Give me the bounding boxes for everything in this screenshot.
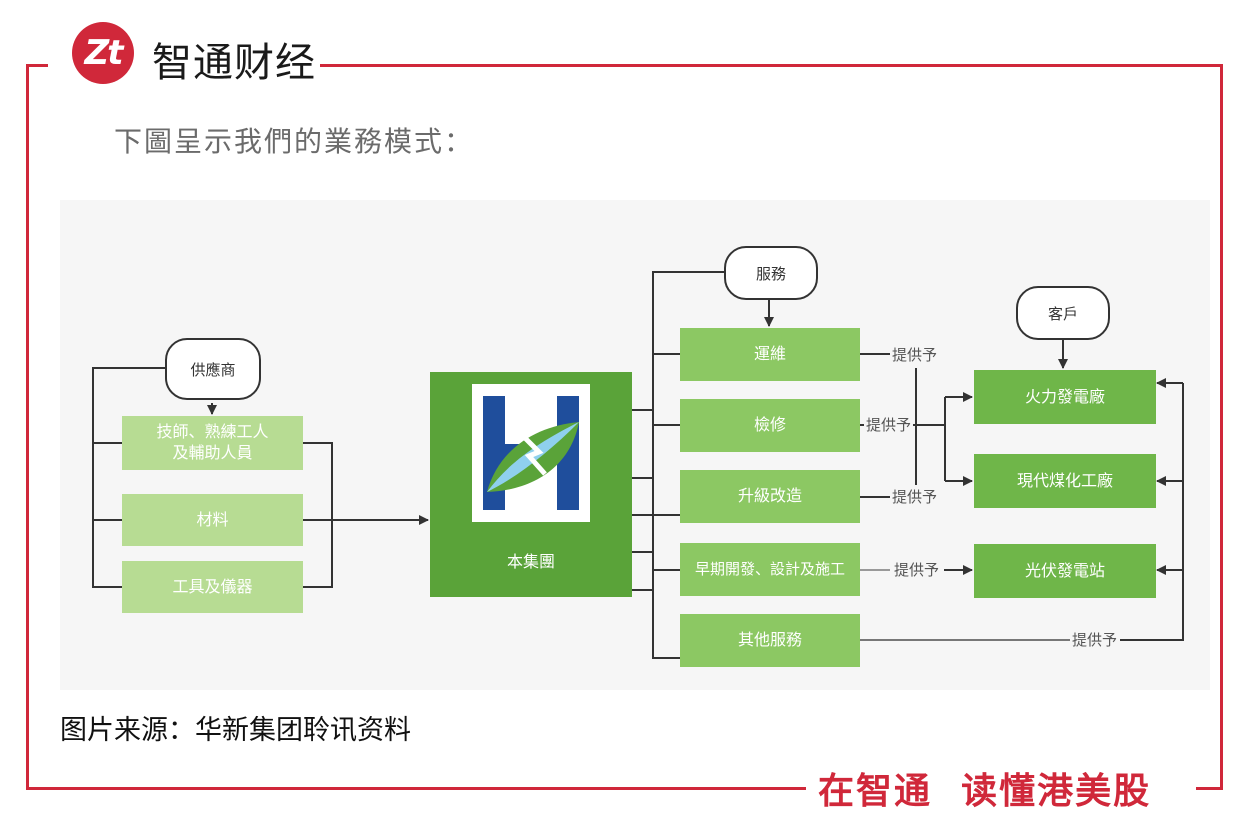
group-label: 本集團 — [506, 552, 555, 571]
customer-item-pv-station: 光伏發電站 — [974, 544, 1156, 598]
provide-label-5: 提供予 — [1070, 631, 1120, 649]
supplier-item-tools: 工具及儀器 — [122, 561, 303, 613]
h-leaf-logo-icon — [483, 396, 579, 510]
frame-bottom-right — [1196, 787, 1223, 790]
brand-name: 智通财经 — [152, 40, 316, 86]
intro-text: 下圖呈示我們的業務模式： — [114, 125, 475, 158]
group-core-box: 本集團 — [430, 372, 632, 597]
services-bubble: 服務 — [724, 246, 818, 300]
frame-left — [26, 64, 29, 789]
customer-item-coal-chemical: 現代煤化工廠 — [974, 454, 1156, 508]
brand-logo-mark: Zt — [84, 33, 124, 73]
service-item-maintenance: 檢修 — [680, 399, 860, 452]
suppliers-bubble: 供應商 — [165, 338, 261, 400]
provide-label-4: 提供予 — [892, 561, 942, 579]
frame-bottom-left — [26, 787, 806, 790]
service-item-other: 其他服務 — [680, 614, 860, 667]
frame-top-left — [28, 64, 48, 67]
supplier-item-materials: 材料 — [122, 494, 303, 546]
customers-bubble: 客戶 — [1016, 286, 1110, 340]
provide-label-2: 提供予 — [864, 416, 914, 434]
provide-label-1: 提供予 — [890, 346, 940, 364]
frame-right — [1220, 64, 1223, 789]
image-source: 图片来源：华新集团聆讯资料 — [60, 715, 411, 746]
group-logo — [472, 384, 590, 522]
provide-label-3: 提供予 — [890, 488, 940, 506]
slogan: 在智通 读懂港美股 — [818, 771, 1152, 812]
service-item-epc: 早期開發、設計及施工 — [680, 543, 860, 596]
frame-top-right — [320, 64, 1222, 67]
customer-item-thermal-plant: 火力發電廠 — [974, 370, 1156, 424]
brand-logo: Zt — [72, 22, 134, 84]
service-item-operation: 運維 — [680, 328, 860, 381]
supplier-item-labour: 技師、熟練工人 及輔助人員 — [122, 416, 303, 470]
service-item-upgrade: 升級改造 — [680, 470, 860, 523]
